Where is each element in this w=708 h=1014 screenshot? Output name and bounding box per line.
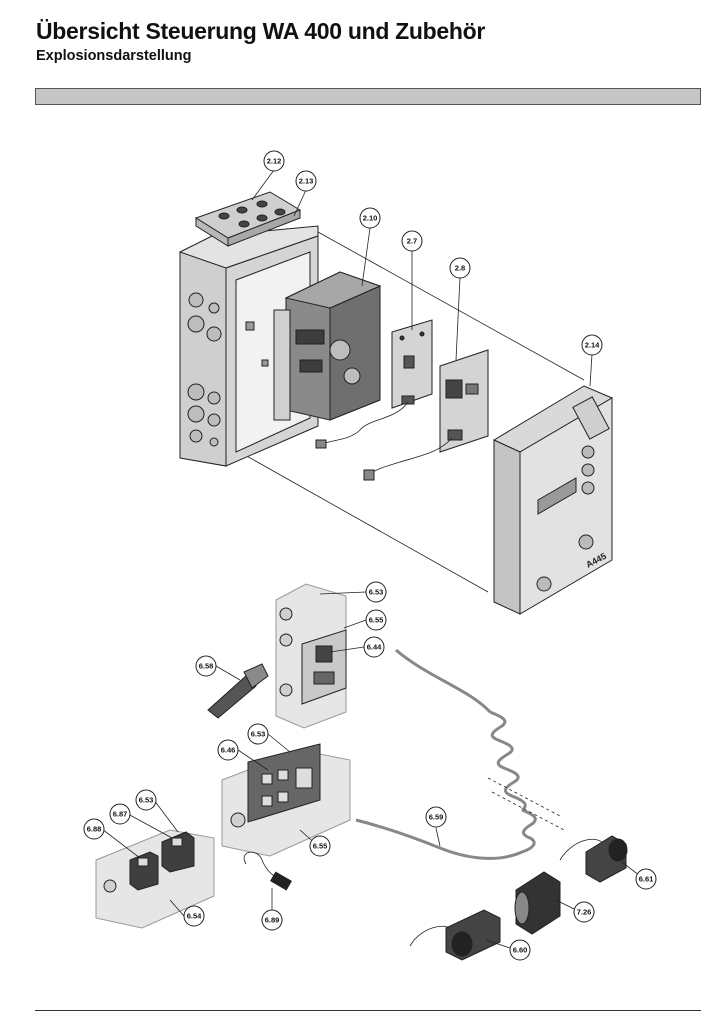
callout-7-26: 7.26 [573,901,595,923]
svg-text:6.58: 6.58 [199,662,214,671]
callout-6-44: 6.44 [363,636,385,658]
svg-text:6.53: 6.53 [369,588,384,597]
svg-text:6.53: 6.53 [139,796,154,805]
svg-text:6.89: 6.89 [265,916,280,925]
callout-6-46: 6.46 [217,739,239,761]
spiral-cable [355,648,565,860]
control-module [273,271,382,421]
svg-text:2.12: 2.12 [267,157,282,166]
callout-6-53-lower: 6.53 [135,789,157,811]
svg-text:6.88: 6.88 [87,825,102,834]
svg-text:2.10: 2.10 [363,214,378,223]
plug-adapter [129,831,195,891]
svg-text:6.53: 6.53 [251,730,266,739]
callout-6-60: 6.60 [509,939,531,961]
callout-6-55-lower: 6.55 [309,835,331,857]
svg-text:2.7: 2.7 [407,237,417,246]
accessory-6-61 [559,835,628,883]
svg-text:6.59: 6.59 [429,813,444,822]
projection-lines [235,231,585,593]
callout-6-58: 6.58 [195,655,217,677]
accessory-6-60 [409,909,501,961]
svg-text:6.55: 6.55 [313,842,328,851]
front-lid: A445 [492,385,614,615]
svg-text:2.13: 2.13 [299,177,314,186]
svg-text:6.61: 6.61 [639,875,654,884]
board-2-7 [315,319,433,449]
board-2-8 [363,349,489,481]
svg-text:6.55: 6.55 [369,616,384,625]
callout-6-59: 6.59 [425,806,447,828]
svg-text:6.46: 6.46 [221,746,236,755]
leader-lines [101,169,645,951]
callout-6-87: 6.87 [109,803,131,825]
accessory-7-26 [514,871,561,935]
svg-text:7.26: 7.26 [577,908,592,917]
callout-6-88: 6.88 [83,818,105,840]
svg-text:6.60: 6.60 [513,946,528,955]
svg-text:2.14: 2.14 [585,341,600,350]
callout-2-14: 2.14 [581,334,603,356]
board-6-55 [301,629,347,705]
page-title: Übersicht Steuerung WA 400 und Zubehör [36,18,486,44]
callout-6-55-upper: 6.55 [365,609,387,631]
callout-2-13: 2.13 [295,170,317,192]
footer-rule [35,1010,701,1011]
callout-6-53-middle: 6.53 [247,723,269,745]
page-subtitle: Explosionsdarstellung [36,48,192,64]
callout-6-54: 6.54 [183,905,205,927]
lid-cover [194,191,302,247]
callout-6-89: 6.89 [261,909,283,931]
cable-gland [207,663,269,719]
svg-text:6.87: 6.87 [113,810,128,819]
callout-6-61: 6.61 [635,868,657,890]
board-6-46 [247,743,321,823]
patch-cable [243,851,292,891]
svg-text:2.8: 2.8 [455,264,465,273]
header-bar [35,88,701,105]
svg-text:6.44: 6.44 [367,643,382,652]
callout-2-12: 2.12 [263,150,285,172]
callout-6-53-upper: 6.53 [365,581,387,603]
callout-2-7: 2.7 [401,230,423,252]
callout-2-10: 2.10 [359,207,381,229]
svg-text:6.54: 6.54 [187,912,202,921]
callout-2-8: 2.8 [449,257,471,279]
